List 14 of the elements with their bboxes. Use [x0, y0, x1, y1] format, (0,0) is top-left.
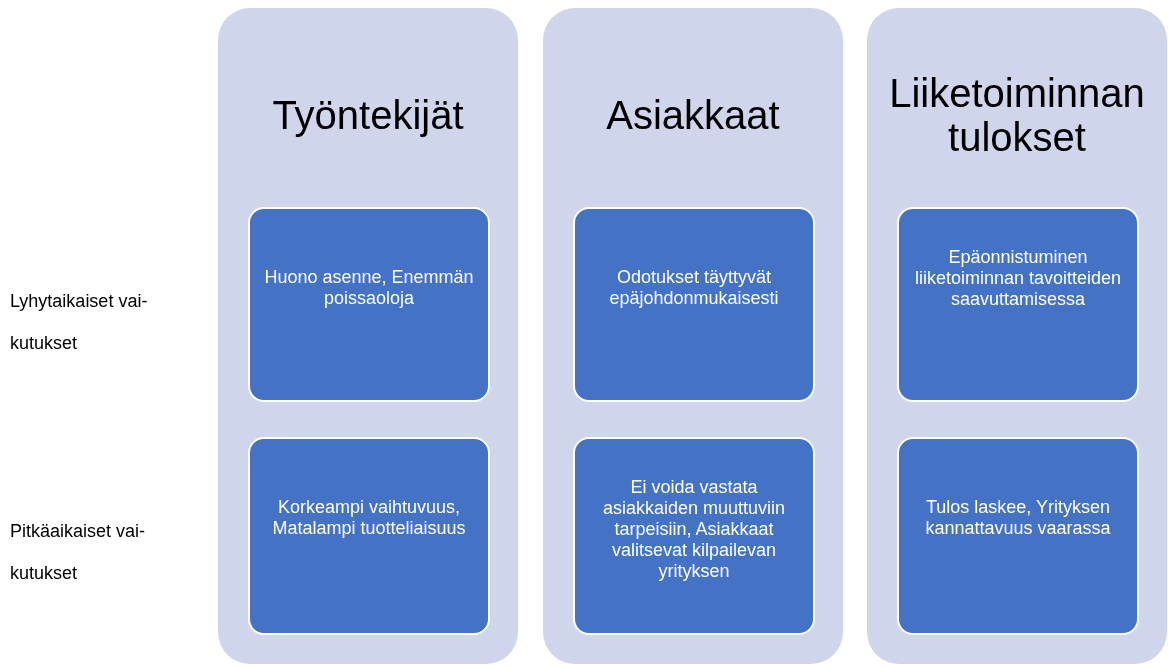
column-panel	[218, 8, 518, 664]
column-panel	[867, 8, 1167, 664]
column-heading: Työntekijät	[272, 93, 464, 137]
column-heading: Liiketoiminnan tulokset	[888, 71, 1146, 159]
column-panel	[543, 8, 843, 664]
effect-box: Ei voida vastata asiakkaiden muuttuviin tarpeisiin, Asiakkaat valitsevat kilpailevan yrityksen	[573, 437, 815, 635]
row-label: Lyhytaikaiset vai-kutukset	[10, 290, 149, 355]
column-heading: Asiakkaat	[606, 93, 780, 137]
effect-box: Epäonnistuminen liiketoiminnan tavoitteiden saavuttamisessa	[897, 207, 1139, 402]
effect-box: Korkeampi vaihtuvuus, Matalampi tuotteliaisuus	[248, 437, 490, 635]
effect-box: Odotukset täyttyvät epäjohdonmukaisesti	[573, 207, 815, 402]
row-label: Pitkäaikaiset vai-kutukset	[10, 520, 147, 585]
effect-box: Huono asenne, Enemmän poissaoloja	[248, 207, 490, 402]
effect-box: Tulos laskee, Yrityksen kannattavuus vaarassa	[897, 437, 1139, 635]
